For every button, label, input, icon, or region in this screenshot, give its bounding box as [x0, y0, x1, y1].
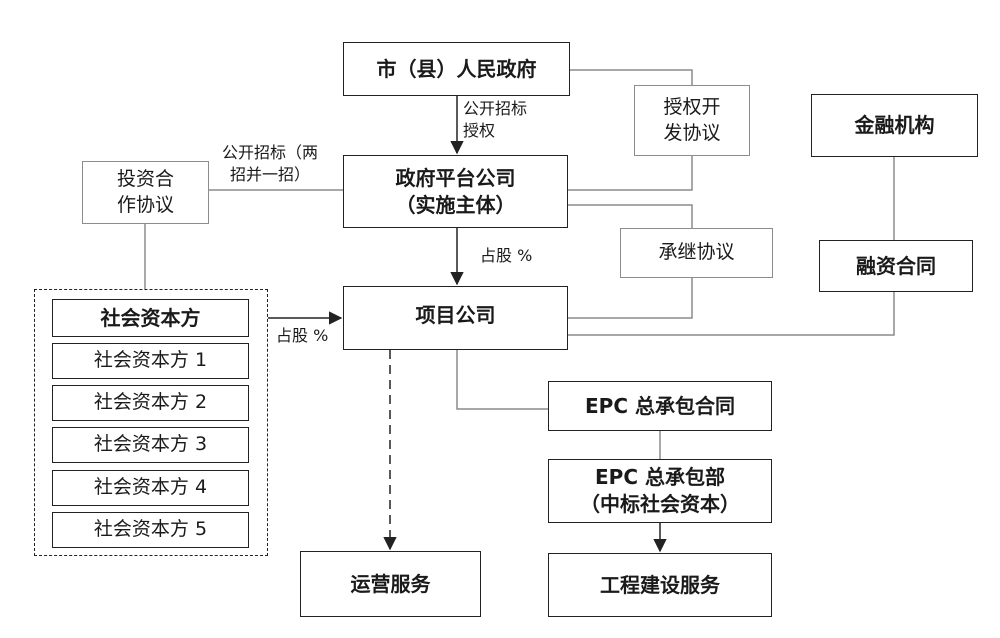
social-capital-item-1: 社会资本方 1: [52, 343, 249, 379]
epc-contract-node: EPC 总承包合同: [548, 381, 772, 431]
finance-institution-node: 金融机构: [811, 94, 978, 157]
social-capital-item-2: 社会资本方 2: [52, 385, 249, 421]
social-capital-item-3: 社会资本方 3: [52, 427, 249, 463]
project-company-node: 项目公司: [343, 286, 568, 350]
operation-service-node: 运营服务: [300, 551, 481, 617]
social-capital-group: [34, 289, 268, 556]
connector-platform-succession: [568, 204, 693, 228]
connector-gov-dev-agreement: [570, 69, 693, 85]
label-stake-platform: 占股 %: [480, 246, 533, 265]
connector-succession-project: [568, 278, 693, 319]
social-capital-item-4: 社会资本方 4: [52, 470, 249, 506]
platform-company-node: 政府平台公司 （实施主体）: [343, 155, 568, 228]
investment-agreement-node: 投资合 作协议: [82, 161, 209, 224]
city-government-node: 市（县）人民政府: [343, 42, 570, 96]
engineering-service-node: 工程建设服务: [548, 553, 772, 617]
label-stake-social: 占股 %: [276, 326, 329, 345]
label-open-bid-two-in-one: 公开招标（两 招并一招）: [222, 143, 319, 185]
connector-dev-agreement-platform: [568, 156, 693, 191]
social-capital-header: 社会资本方: [52, 299, 249, 337]
connector-contract-project: [568, 292, 895, 336]
financing-contract-node: 融资合同: [819, 240, 973, 292]
connector-project-epc-contract: [456, 350, 548, 410]
social-capital-item-5: 社会资本方 5: [52, 512, 249, 548]
epc-department-node: EPC 总承包部 （中标社会资本）: [548, 459, 772, 523]
succession-agreement-node: 承继协议: [620, 228, 773, 278]
label-open-bid-auth: 公开招标 授权: [463, 99, 528, 141]
development-agreement-node: 授权开 发协议: [634, 85, 750, 156]
